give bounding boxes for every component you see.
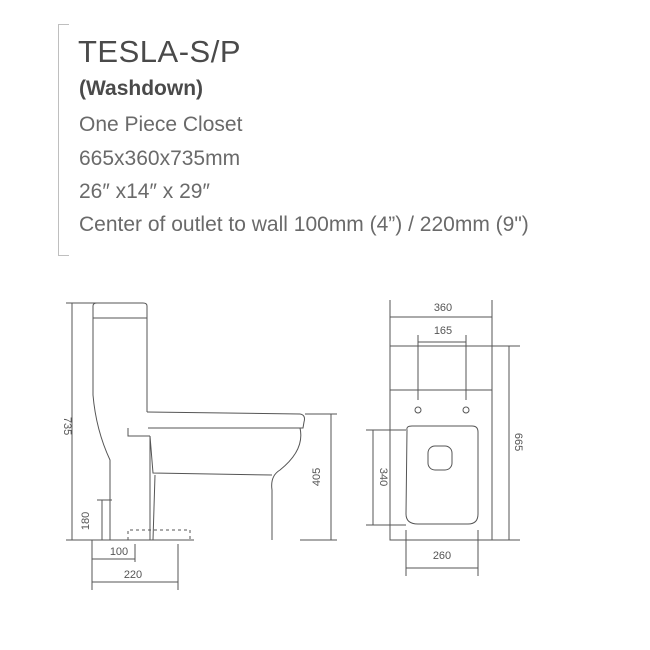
side-view [66,302,337,590]
dim-220: 220 [124,569,142,581]
dim-735: 735 [61,417,73,435]
size-inches: 26″ x14″ x 29″ [79,180,210,203]
dim-180: 180 [80,512,92,530]
flush-type: (Washdown) [79,77,204,100]
dim-340: 340 [377,468,389,486]
dim-360: 360 [434,302,452,314]
product-category: One Piece Closet [79,113,243,136]
spec-block: TESLA-S/P (Washdown) One Piece Closet 66… [58,24,618,256]
dim-260: 260 [433,550,451,562]
dim-100: 100 [110,546,128,558]
dim-405: 405 [311,468,323,486]
size-mm: 665x360x735mm [79,147,241,170]
dim-165: 165 [434,325,452,337]
spec-bracket [58,24,69,256]
outlet-distance: Center of outlet to wall 100mm (4”) / 22… [79,213,529,236]
top-view [366,300,520,576]
model-name: TESLA-S/P [78,34,241,69]
dim-665: 665 [512,433,524,451]
